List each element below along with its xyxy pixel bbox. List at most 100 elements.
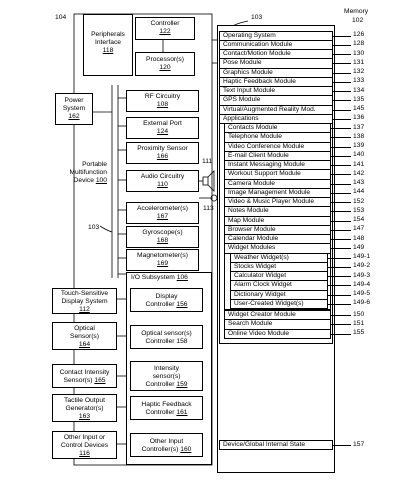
application-module-leader	[331, 146, 351, 148]
memory-module-leader	[333, 35, 351, 37]
controller: Controller 122	[135, 17, 195, 40]
memory-module-ref: 128	[353, 40, 365, 48]
widget-module-ref: 149-3	[353, 271, 371, 279]
memory-module-ref: 135	[353, 95, 365, 103]
application-module-leader	[331, 165, 351, 166]
memory-module-ref: 126	[353, 31, 365, 38]
application-module-ref: 151	[353, 319, 365, 327]
memory-ref: 102	[352, 17, 364, 24]
widget-module: User-Created Widget(s)	[230, 298, 328, 309]
application-module-leader	[331, 333, 351, 335]
widget-module-leader	[328, 266, 351, 268]
widget-modules-header-ref: 149	[353, 243, 365, 251]
device-global-internal-state: Device/Global Internal State	[219, 440, 333, 451]
application-module-ref: 154	[353, 216, 365, 223]
application-module-leader	[331, 155, 351, 157]
mic-ref: 113	[203, 205, 214, 212]
widget-module-leader	[328, 285, 351, 287]
widget-module-leader	[328, 276, 351, 277]
application-module-ref: 152	[353, 197, 365, 205]
accelerometers: Accelerometer(s)167	[126, 202, 199, 224]
memory-module-leader	[333, 44, 351, 46]
device-label: Portable Multifunction Device 100	[69, 161, 107, 184]
application-module-ref: 142	[353, 169, 365, 177]
device-global-internal-state-ref: 157	[353, 440, 365, 448]
widget-module-ref: 149-6	[353, 299, 371, 307]
memory-title: Memory	[344, 8, 369, 15]
widget-module-leader	[328, 257, 351, 259]
memory-module-ref: 132	[353, 68, 365, 75]
speaker-ref: 111	[202, 158, 213, 165]
application-module-leader	[331, 229, 351, 231]
widget-module-ref: 149-1	[353, 253, 371, 260]
application-module-ref: 148	[353, 234, 365, 242]
optical-sensor-controller: Optical sensor(s)Controller 158	[130, 325, 203, 349]
bus-ref-side: 103	[88, 224, 100, 231]
memory-module-ref: 145	[353, 105, 365, 112]
memory-module-leader	[333, 72, 351, 74]
application-module-ref: 140	[353, 151, 365, 159]
processors: Processor(s) 120	[135, 52, 195, 76]
memory-module-leader	[333, 63, 351, 65]
memory-module-ref: 134	[353, 86, 365, 94]
memory-module-ref: 130	[353, 49, 365, 57]
application-module-ref: 147	[353, 225, 365, 233]
application-module-leader	[331, 192, 351, 194]
application-module-leader	[331, 220, 351, 222]
application-module-ref: 153	[353, 206, 365, 214]
memory-module-ref: 131	[353, 58, 365, 66]
memory-module-leader	[333, 54, 351, 55]
io-subsystem-label: I/O Subsystem 106	[131, 274, 188, 281]
application-module-ref: 141	[353, 160, 365, 168]
memory-module-leader	[333, 100, 351, 102]
application-module: Online Video Module	[224, 328, 331, 339]
application-module-leader	[331, 239, 351, 240]
application-module-leader	[331, 315, 351, 316]
application-module-leader	[331, 137, 351, 139]
bus-ref-top: 103	[251, 14, 263, 21]
widget-module-leader	[328, 303, 351, 305]
device-global-internal-state-leader	[333, 445, 351, 446]
application-module-leader	[331, 128, 351, 129]
memory-module-leader	[333, 81, 351, 83]
memory-module-leader	[333, 109, 351, 111]
memory-module-ref: 133	[353, 77, 365, 85]
application-module-ref: 155	[353, 329, 365, 336]
applications-header-leader	[333, 118, 351, 120]
applications-header-ref: 136	[353, 114, 365, 122]
gyroscopes: Gyroscope(s)168	[126, 226, 199, 248]
application-module-ref: 139	[353, 142, 365, 149]
device-ref: 104	[55, 14, 67, 21]
application-module-leader	[331, 324, 351, 326]
magnetometers: Magnetometer(s)169	[126, 249, 199, 271]
widget-module-ref: 149-5	[353, 290, 371, 297]
widget-module-ref: 149-4	[353, 280, 371, 288]
memory-module-leader	[333, 91, 351, 92]
widget-module-ref: 149-2	[353, 262, 371, 270]
peripherals-interface: Peripherals Interface 118	[83, 14, 133, 76]
application-module-ref: 144	[353, 188, 365, 196]
application-module-ref: 138	[353, 132, 365, 140]
widget-module-leader	[328, 294, 351, 296]
application-module-ref: 143	[353, 179, 365, 186]
widget-modules-header-leader	[331, 248, 351, 250]
application-module-leader	[331, 202, 351, 203]
application-module-leader	[331, 174, 351, 176]
power-system: Power System 162	[55, 93, 93, 125]
application-module-ref: 150	[353, 310, 365, 318]
application-module-leader	[331, 211, 351, 213]
application-module-leader	[331, 183, 351, 185]
